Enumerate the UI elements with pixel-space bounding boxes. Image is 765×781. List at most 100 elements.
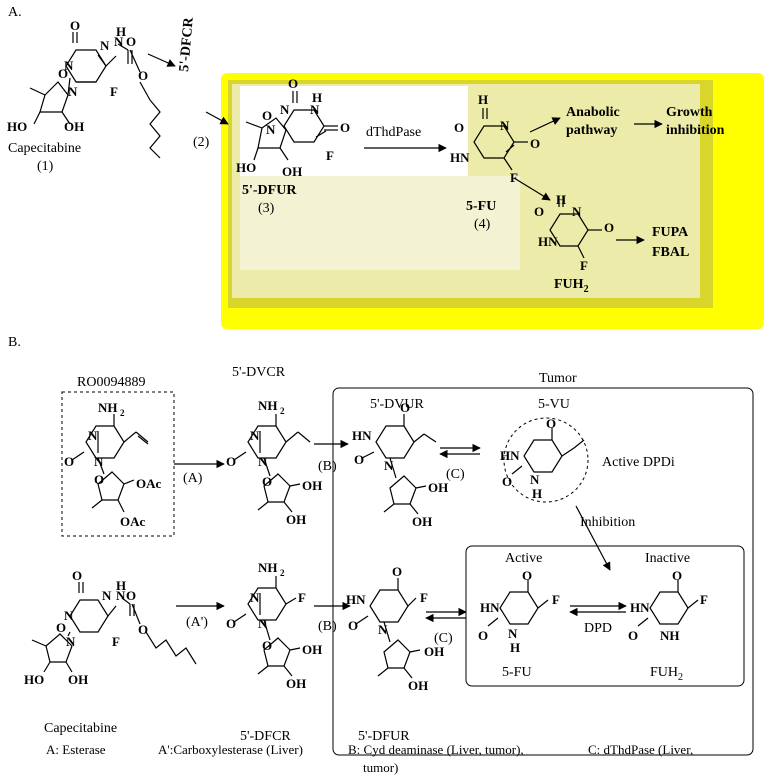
vu-dashed-circle: [503, 417, 589, 503]
step-a-label: (A): [183, 471, 203, 486]
svg-text:OAc: OAc: [120, 514, 146, 529]
svg-text:O: O: [454, 120, 464, 135]
dfur-label: 5'-DFUR: [242, 183, 297, 198]
svg-text:O: O: [262, 108, 272, 123]
fuh2-label-b: FUH2: [650, 665, 683, 683]
svg-text:HN: HN: [480, 600, 500, 615]
svg-text:O: O: [672, 568, 682, 583]
svg-text:F: F: [298, 590, 306, 605]
svg-text:O: O: [502, 474, 512, 489]
panel-b-label: B.: [8, 335, 21, 350]
fbal-label: FBAL: [652, 245, 689, 260]
footnote-b: B: Cyd deaminase (Liver, tumor),: [348, 742, 524, 757]
svg-text:N: N: [280, 102, 290, 117]
svg-text:H: H: [556, 192, 566, 207]
svg-text:N: N: [572, 204, 582, 219]
svg-text:O: O: [138, 68, 148, 83]
svg-text:2: 2: [120, 408, 125, 418]
svg-text:NH: NH: [660, 628, 680, 643]
svg-text:F: F: [112, 634, 120, 649]
svg-text:HN: HN: [538, 234, 558, 249]
growth-label-line1: Growth: [666, 105, 713, 120]
svg-text:OH: OH: [286, 676, 306, 691]
svg-text:NH: NH: [98, 400, 118, 415]
ro0094889-label: RO0094889: [77, 375, 145, 390]
footnote-a: A: Esterase: [46, 742, 106, 757]
svg-text:N: N: [116, 588, 126, 603]
svg-text:OH: OH: [408, 678, 428, 693]
fuh2-structure-b: O HN O NH F: [628, 568, 708, 643]
arrow-to-dfur: [205, 111, 229, 125]
svg-text:2: 2: [280, 406, 285, 416]
svg-text:O: O: [546, 416, 556, 431]
svg-text:N: N: [64, 608, 74, 623]
svg-text:F: F: [510, 170, 518, 185]
svg-text:HN: HN: [500, 448, 520, 463]
svg-text:N: N: [88, 428, 98, 443]
arrow-to-dfcr: [147, 53, 176, 67]
svg-text:OH: OH: [428, 480, 448, 495]
step-c-label-1: (C): [446, 467, 465, 482]
svg-text:O: O: [348, 618, 358, 633]
svg-text:OH: OH: [302, 478, 322, 493]
svg-text:O: O: [262, 474, 272, 489]
svg-text:NH: NH: [258, 398, 278, 413]
svg-text:N: N: [378, 622, 388, 637]
vu-label: 5-VU: [538, 397, 570, 412]
anabolic-label-line2: pathway: [566, 123, 617, 138]
svg-text:H: H: [478, 92, 488, 107]
light-panel-box: [240, 176, 520, 270]
svg-text:O: O: [56, 620, 66, 635]
svg-text:H: H: [116, 24, 126, 39]
ro0094889-dashed-box: [61, 391, 175, 537]
active-label: Active: [505, 551, 542, 566]
fuh2-label-a: FUH2: [554, 277, 589, 295]
svg-text:F: F: [110, 84, 118, 99]
svg-text:OH: OH: [412, 514, 432, 529]
capecitabine-label-b: Capecitabine: [44, 721, 117, 736]
svg-text:N: N: [66, 634, 76, 649]
svg-text:F: F: [326, 148, 334, 163]
svg-text:O: O: [340, 120, 350, 135]
dfcr-label: 5'-DFCR: [177, 16, 197, 72]
svg-text:H: H: [116, 578, 126, 593]
active-dpdi-label: Active DPDi: [602, 455, 675, 470]
inactive-label: Inactive: [645, 551, 690, 566]
svg-text:O: O: [226, 454, 236, 469]
svg-text:N: N: [114, 34, 124, 49]
arrow-fu-to-fuh2: [513, 177, 551, 201]
anabolic-label-line1: Anabolic: [566, 105, 620, 120]
svg-text:N: N: [530, 472, 540, 487]
svg-text:O: O: [126, 588, 136, 603]
step-b-label-2: (B): [318, 619, 337, 634]
ro0094889-structure: NH 2 N O N OAc OAc O: [64, 400, 162, 529]
svg-text:O: O: [400, 400, 410, 415]
svg-text:H: H: [532, 486, 542, 501]
svg-text:N: N: [100, 38, 110, 53]
svg-text:H: H: [312, 90, 322, 105]
svg-text:HO: HO: [7, 119, 27, 134]
step-a-prime-label: (A'): [186, 615, 208, 630]
dfur-number: (3): [258, 201, 275, 216]
svg-text:N: N: [102, 588, 112, 603]
dvur-label: 5'-DVUR: [370, 397, 425, 412]
capecitabine-number: (1): [37, 159, 54, 174]
svg-text:OH: OH: [68, 672, 88, 687]
vu-structure: O HN O N H: [500, 416, 585, 501]
capecitabine-structure-a: O N N N N H O O F HO OH O: [7, 18, 161, 159]
fu-structure: O H N O HN F: [450, 92, 540, 185]
growth-label-line2: inhibition: [666, 123, 725, 138]
svg-text:O: O: [226, 616, 236, 631]
dvcr-label: 5'-DVCR: [232, 365, 286, 380]
footnote-a-prime: A':Carboxylesterase (Liver): [158, 742, 303, 757]
svg-text:O: O: [534, 204, 544, 219]
svg-text:HN: HN: [352, 428, 372, 443]
svg-text:HN: HN: [346, 592, 366, 607]
svg-text:O: O: [478, 628, 488, 643]
step-2-label: (2): [193, 135, 210, 150]
fu-number: (4): [474, 217, 491, 232]
fupa-label: FUPA: [652, 225, 689, 240]
footnote-c: C: dThdPase (Liver,: [588, 742, 693, 757]
svg-text:OH: OH: [64, 119, 84, 134]
